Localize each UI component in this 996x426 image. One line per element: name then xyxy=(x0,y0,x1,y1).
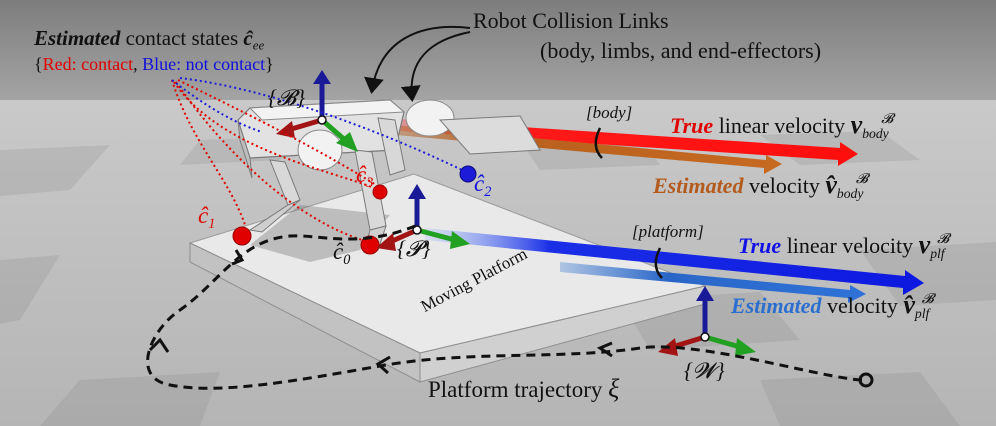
contact-label-3-index: 3 xyxy=(366,174,374,191)
contact-sphere-1 xyxy=(232,226,252,246)
contact-legend-symbol: ĉ xyxy=(243,26,253,50)
estimated-body-velocity-rest: velocity xyxy=(743,173,826,199)
body-velocity-ring xyxy=(594,127,603,159)
body-velocity-tag: [body] xyxy=(586,103,633,122)
contact-legend-red: Red: contact xyxy=(42,54,134,74)
contact-label-2: ĉ2 xyxy=(474,172,491,199)
estimated-platform-velocity-arrow xyxy=(560,262,866,303)
estimated-body-velocity-symbol: v̂ xyxy=(825,170,837,200)
estimated-platform-velocity-label: Estimated velocity v̂plf𝓑 xyxy=(731,292,934,321)
contact-legend-brace-close: } xyxy=(265,54,274,74)
true-platform-velocity-symbol: v xyxy=(918,230,931,260)
contact-legend-subscript: ee xyxy=(252,37,265,53)
body-frame-axes xyxy=(276,70,358,152)
true-platform-velocity-subscript: plf xyxy=(930,245,945,261)
estimated-platform-velocity-symbol: v̂ xyxy=(903,290,915,320)
trajectory-symbol: ξ xyxy=(608,374,620,403)
platform-trajectory xyxy=(146,222,874,390)
contact-label-3-base: ĉ xyxy=(356,162,367,187)
estimated-body-velocity-subscript: body xyxy=(836,185,864,201)
platform-frame-axes xyxy=(376,184,470,251)
estimated-platform-velocity-superscript: 𝓑 xyxy=(921,291,934,306)
true-body-velocity-label: True linear velocity vbody𝓑 xyxy=(670,112,893,141)
contact-legend-key: {Red: contact, Blue: not contact} xyxy=(34,55,274,73)
estimated-body-velocity-label: Estimated velocity v̂body𝓑 xyxy=(653,172,868,201)
contact-legend-title: Estimated contact states ĉee xyxy=(34,28,264,52)
sky-background xyxy=(0,0,996,110)
true-body-velocity-superscript: 𝓑 xyxy=(881,111,894,126)
true-body-velocity-rest: linear velocity xyxy=(713,113,851,139)
moving-platform xyxy=(188,173,707,383)
estimated-platform-velocity-subscript: plf xyxy=(914,305,930,321)
contact-sphere-0 xyxy=(360,235,380,255)
true-platform-velocity-arrow xyxy=(425,228,924,295)
contact-legend-brace-open: { xyxy=(34,54,43,74)
world-frame-label: {𝓦} xyxy=(684,358,725,383)
contact-label-2-base: ĉ xyxy=(474,171,485,196)
true-platform-velocity-superscript: 𝓑 xyxy=(937,231,950,246)
true-platform-velocity-word: True xyxy=(738,233,782,259)
estimated-body-velocity-superscript: 𝓑 xyxy=(855,171,868,186)
contact-legend-estimated: Estimated xyxy=(34,26,121,50)
trajectory-label: Platform trajectory ξ xyxy=(428,376,619,402)
contact-label-0: ĉ0 xyxy=(333,240,350,267)
contact-leader-lines xyxy=(171,77,463,241)
trajectory-label-text: Platform trajectory xyxy=(428,377,603,402)
contact-label-1: ĉ1 xyxy=(198,204,215,231)
robot-model xyxy=(232,99,541,255)
platform-frame-label: {𝓟} xyxy=(397,236,431,261)
true-platform-velocity-rest: linear velocity xyxy=(781,233,919,259)
contact-sphere-2 xyxy=(459,165,477,183)
collision-link-pointers xyxy=(364,25,471,102)
contact-label-3: ĉ3 xyxy=(356,163,373,190)
contact-label-2-index: 2 xyxy=(484,183,492,200)
contact-label-0-index: 0 xyxy=(343,251,351,268)
contact-label-1-index: 1 xyxy=(208,215,216,232)
true-body-velocity-word: True xyxy=(670,113,714,139)
body-frame-label: {𝓑} xyxy=(268,85,305,110)
collision-links-title: Robot Collision Links xyxy=(473,8,669,33)
true-body-velocity-subscript: body xyxy=(862,125,889,141)
true-platform-velocity-label: True linear velocity vplf𝓑 xyxy=(738,232,949,261)
contact-label-0-base: ĉ xyxy=(333,239,344,264)
true-body-velocity-symbol: v xyxy=(850,110,863,140)
contact-legend-rest: contact states xyxy=(120,26,244,50)
contact-legend-blue: Blue: not contact xyxy=(142,54,266,74)
platform-velocity-ring xyxy=(654,247,663,279)
estimated-platform-velocity-word: Estimated xyxy=(731,293,822,319)
collision-links-detail: (body, limbs, and end-effectors) xyxy=(540,38,822,63)
world-frame-axes xyxy=(658,286,756,356)
contact-legend-comma: , xyxy=(133,54,143,74)
platform-velocity-tag: [platform] xyxy=(632,222,704,241)
estimated-platform-velocity-rest: velocity xyxy=(821,293,904,319)
estimated-body-velocity-word: Estimated xyxy=(653,173,744,199)
floor-checker xyxy=(0,131,996,426)
contact-label-1-base: ĉ xyxy=(198,203,209,228)
contact-sphere-3 xyxy=(372,184,388,200)
